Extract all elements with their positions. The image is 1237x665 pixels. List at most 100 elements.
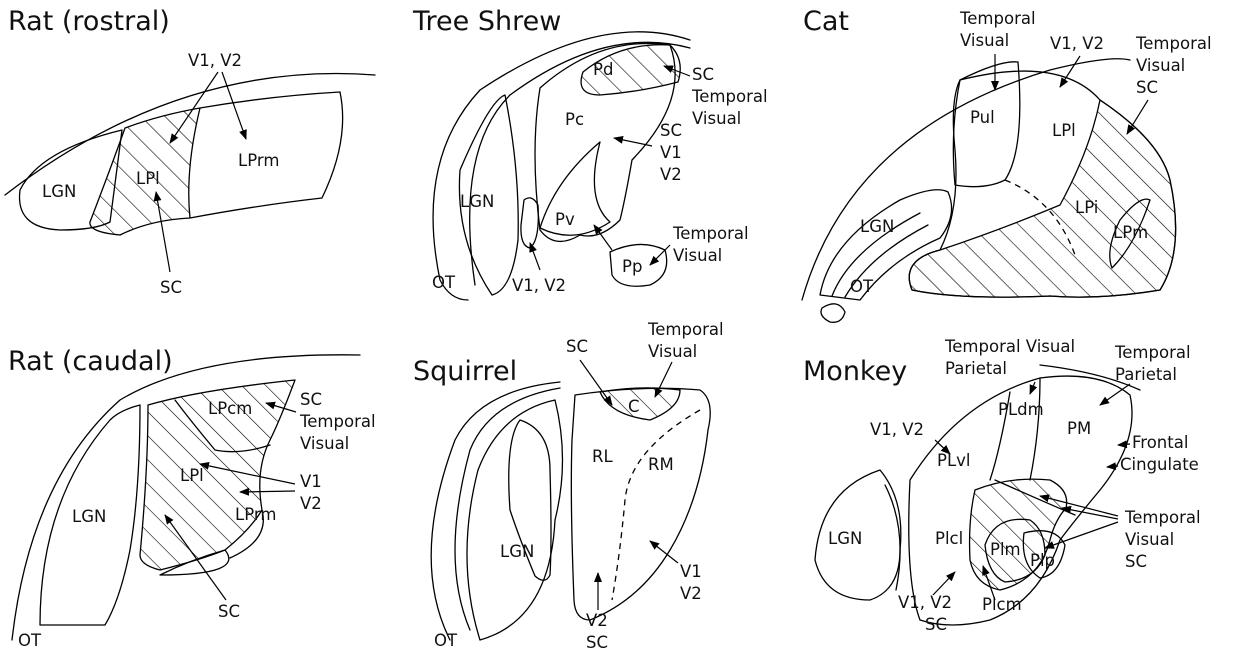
input-label-temporal: Temporal <box>647 320 724 339</box>
input-label-v1v2: V1, V2 <box>188 51 242 70</box>
region-label-ot: OT <box>850 277 874 296</box>
ot-outline <box>467 400 563 640</box>
panel-title: Rat (rostral) <box>8 6 170 37</box>
input-label-v1v2: V1, V2 <box>870 420 924 439</box>
input-label-visual: Visual <box>648 342 697 361</box>
region-label-lgn: LGN <box>72 507 106 526</box>
input-label-temporal-visual: Temporal Visual <box>944 337 1075 356</box>
region-label-pm: PM <box>1067 419 1091 438</box>
input-label-v1: V1 <box>300 472 322 491</box>
region-label-ot: OT <box>434 631 458 650</box>
input-label-temporal: Temporal <box>1135 34 1212 53</box>
region-label-pldm: PLdm <box>998 400 1044 419</box>
input-label-sc: SC <box>218 602 240 621</box>
region-label-rl: RL <box>592 447 613 466</box>
panel-rat-caudal: Rat (caudal) LPcm LPl LPrm LGN OT SC Tem… <box>8 346 376 650</box>
region-label-lprm: LPrm <box>238 151 279 170</box>
panel-title: Squirrel <box>413 356 517 387</box>
region-label-pc: Pc <box>565 110 584 129</box>
input-label-v2: V2 <box>586 611 608 630</box>
input-label-temporal: Temporal <box>691 87 768 106</box>
arrow-to-pc <box>614 138 652 146</box>
region-label-plcl: Plcl <box>935 529 963 548</box>
input-label-visual: Visual <box>673 246 722 265</box>
panel-monkey: Monkey PLdm PM PLvl LGN Plcl Plm Plp Plc… <box>803 337 1201 634</box>
arrow-to-pldm <box>1030 382 1035 394</box>
input-label-visual: Visual <box>1136 56 1185 75</box>
arrow-to-pm <box>1100 384 1130 405</box>
input-label-sc: SC <box>692 65 714 84</box>
region-label-lpi: LPi <box>1075 198 1098 217</box>
input-label-v2: V2 <box>680 584 702 603</box>
panel-squirrel: Squirrel C RL RM LGN OT SC Temporal Visu… <box>413 320 724 652</box>
region-label-lgn: LGN <box>828 529 862 548</box>
region-label-lpl: LPl <box>136 169 160 188</box>
region-label-lpm: LPm <box>1113 223 1148 242</box>
region-label-lgn: LGN <box>860 217 894 236</box>
input-label-v1v2: V1, V2 <box>898 593 952 612</box>
input-label-v1: V1 <box>680 562 702 581</box>
region-label-ot: OT <box>18 631 42 650</box>
region-label-pp: Pp <box>622 257 642 276</box>
input-label-temporal: Temporal <box>299 412 376 431</box>
panel-rat-rostral: Rat (rostral) LGN LPl LPrm V1, V2 SC <box>5 6 375 297</box>
lgn-lamina <box>885 485 900 590</box>
pv-outline <box>540 142 610 235</box>
input-label-parietal: Parietal <box>945 359 1007 378</box>
region-label-rm: RM <box>648 455 674 474</box>
region-label-pv: Pv <box>555 210 575 229</box>
region-label-plcm: Plcm <box>982 595 1022 614</box>
region-label-lprm: LPrm <box>235 505 276 524</box>
input-label-visual: Visual <box>300 434 349 453</box>
panel-title: Tree Shrew <box>412 6 561 37</box>
region-label-ot: OT <box>432 273 456 292</box>
input-label-sc: SC <box>160 278 182 297</box>
input-label-v2: V2 <box>660 165 682 184</box>
brain-outline-outer <box>431 382 560 640</box>
region-label-lgn: LGN <box>460 192 494 211</box>
arrow-to-plcl <box>933 572 955 595</box>
input-label-sc: SC <box>925 615 947 634</box>
input-label-visual: Visual <box>960 31 1009 50</box>
input-label-temporal: Temporal <box>1114 343 1191 362</box>
input-label-v1: V1 <box>660 143 682 162</box>
region-label-pul: Pul <box>970 108 995 127</box>
input-label-sc: SC <box>660 121 682 140</box>
input-label-sc: SC <box>1136 78 1158 97</box>
region-label-c: C <box>628 397 640 416</box>
region-label-plp: Plp <box>1030 551 1055 570</box>
panel-cat: Cat Pul LPl LPi LPm LGN OT Temporal Visu… <box>802 6 1212 322</box>
arrow-sc-to-c <box>580 360 612 405</box>
region-label-plvl: PLvl <box>937 451 971 470</box>
input-label-parietal: Parietal <box>1115 365 1177 384</box>
pldm-pm-boundary <box>1030 378 1040 480</box>
region-label-lgn: LGN <box>500 542 534 561</box>
arrow-to-small-nucleus <box>530 243 540 270</box>
input-label-temporal: Temporal <box>1124 508 1201 527</box>
arrow-frontal <box>1118 444 1130 445</box>
panel-tree-shrew: Tree Shrew Pd Pc LGN Pv Pp OT SC Tempora… <box>412 6 768 300</box>
input-label-v2: V2 <box>300 494 322 513</box>
region-label-plm: Plm <box>990 540 1021 559</box>
input-label-sc: SC <box>300 390 322 409</box>
panel-title: Monkey <box>803 356 907 387</box>
input-label-temporal: Temporal <box>672 224 749 243</box>
c-region <box>600 388 680 420</box>
input-label-sc: SC <box>1125 552 1147 571</box>
panel-title: Cat <box>803 6 849 37</box>
ot-outline <box>821 304 845 322</box>
region-label-lpl: LPl <box>180 466 204 485</box>
input-label-cingulate: Cingulate <box>1120 455 1199 474</box>
region-label-lpcm: LPcm <box>208 399 252 418</box>
small-nucleus-outline <box>521 198 538 248</box>
input-label-temporal: Temporal <box>959 9 1036 28</box>
input-label-frontal: Frontal <box>1132 433 1188 452</box>
panel-title: Rat (caudal) <box>8 346 173 377</box>
input-label-v1v2: V1, V2 <box>1050 34 1104 53</box>
region-label-lpl: LPl <box>1052 121 1076 140</box>
input-label-sc: SC <box>586 633 608 652</box>
region-label-lgn: LGN <box>42 182 76 201</box>
input-label-sc: SC <box>566 337 588 356</box>
region-label-pd: Pd <box>593 60 613 79</box>
